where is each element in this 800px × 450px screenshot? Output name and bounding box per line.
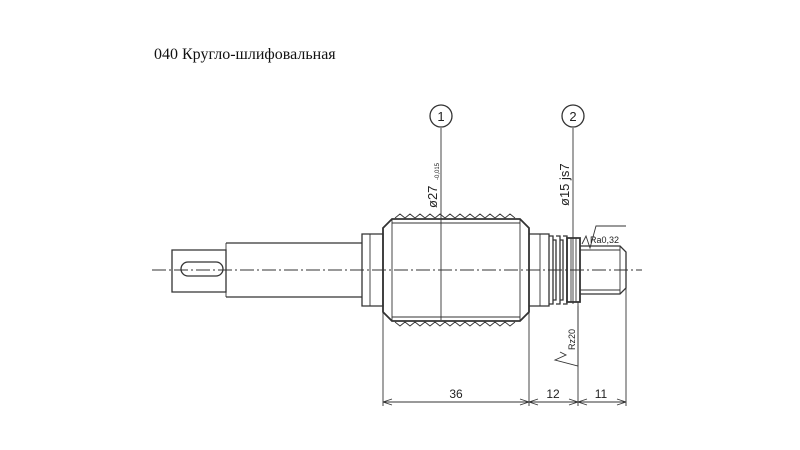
roughness-ra-label: Ra0,32 xyxy=(590,235,619,245)
diameter-27-label: ø27 xyxy=(425,186,440,208)
shaft-left-end xyxy=(171,242,362,298)
roughness-ra-symbol xyxy=(581,225,626,250)
diameter-15-label: ø15 js7 xyxy=(557,163,572,206)
marker-1: 1 xyxy=(429,104,453,128)
extension-lines xyxy=(382,128,627,406)
diameter-27-tolerance: -0,015 xyxy=(435,162,441,180)
dimension-11: 11 xyxy=(595,387,608,401)
right-collar xyxy=(529,233,550,307)
roughness-rz-label: Rz20 xyxy=(567,329,577,350)
marker-2: 2 xyxy=(561,104,585,128)
dimension-36: 36 xyxy=(449,387,463,401)
shaft-right-end xyxy=(580,245,627,295)
journal-diameter-15 xyxy=(566,237,581,303)
slide-title: 040 Кругло-шлифовальная xyxy=(154,46,336,63)
marker-2-label: 2 xyxy=(569,109,576,124)
marker-1-label: 1 xyxy=(437,109,444,124)
dimension-12: 12 xyxy=(546,387,560,401)
key-slot xyxy=(180,261,224,277)
roughness-rz-symbol xyxy=(553,306,579,367)
dimension-line-row xyxy=(382,398,627,406)
